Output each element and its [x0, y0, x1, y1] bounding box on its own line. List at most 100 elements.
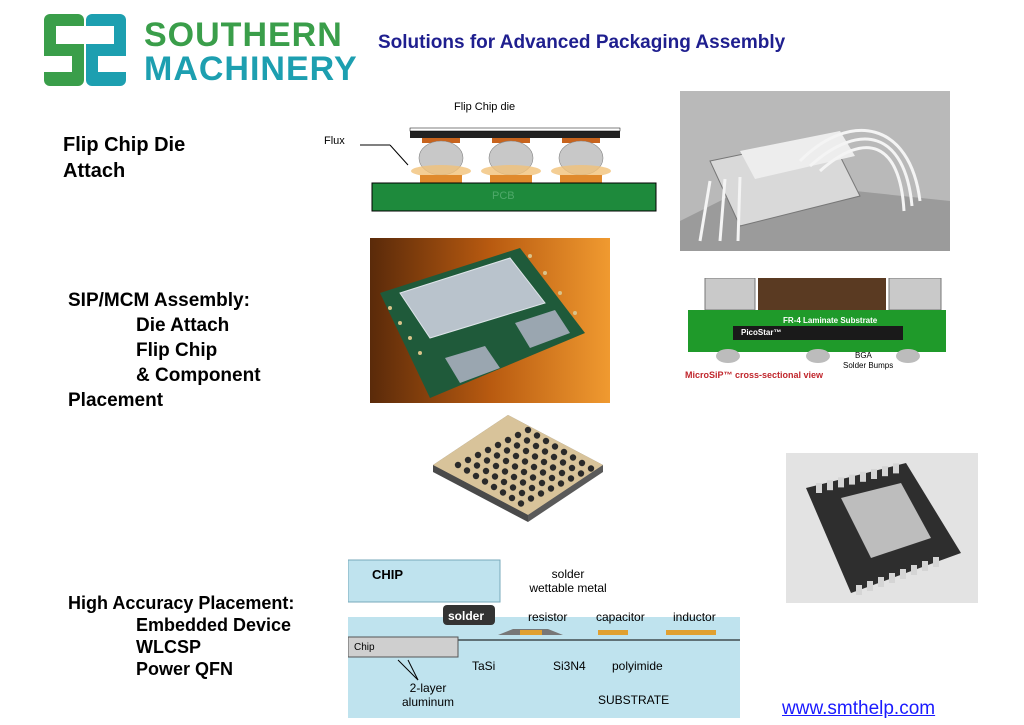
- embedded-wettable-label: solder wettable metal: [529, 567, 607, 595]
- bga-ball: [519, 479, 527, 486]
- bga-ball: [490, 483, 498, 491]
- placement-item-qfn: Power QFN: [136, 659, 234, 679]
- microsip-laminate-label: FR-4 Laminate Substrate: [783, 316, 878, 325]
- bga-ball: [474, 451, 482, 459]
- embedded-capacitor-label: capacitor: [596, 610, 645, 624]
- qfn-pad: [900, 569, 906, 579]
- flipchip-heading-line2: Attach: [63, 160, 126, 182]
- bga-ball: [578, 459, 586, 467]
- bga-ball: [492, 462, 500, 470]
- qfn-pad: [893, 463, 899, 474]
- flipchip-diagram: Flip Chip die Flux PCB: [320, 95, 665, 220]
- bga-ball: [521, 458, 529, 465]
- bga-ball: [559, 459, 567, 466]
- die-label: Flip Chip die: [454, 101, 516, 113]
- bga-ball: [499, 489, 507, 496]
- bga-ball: [530, 463, 538, 471]
- bga-ball: [547, 485, 555, 492]
- bga-ball: [540, 458, 548, 466]
- bga-ball: [513, 442, 521, 449]
- bga-ball: [484, 446, 492, 454]
- qfn-pad: [838, 477, 844, 488]
- bga-ball: [548, 474, 556, 482]
- bga-ball: [493, 452, 501, 459]
- placement-item-embedded: Embedded Device: [136, 615, 292, 635]
- embedded-tasi-label: TaSi: [472, 659, 496, 673]
- pcb-label: PCB: [492, 190, 515, 202]
- placement-heading: High Accuracy Placement:: [68, 593, 295, 613]
- bga-ball: [503, 447, 511, 454]
- placement-section: High Accuracy Placement: Embedded Device…: [68, 592, 294, 680]
- bga-ball: [558, 469, 566, 477]
- embedded-sin-label: Si3N4: [553, 659, 586, 673]
- qfn-package-photo: [786, 453, 978, 603]
- bga-ball: [569, 454, 577, 461]
- bga-ball: [472, 472, 480, 480]
- bga-ball: [501, 468, 509, 475]
- bga-ball: [541, 448, 549, 455]
- qfn-pad: [889, 573, 895, 583]
- qfn-pad: [922, 561, 928, 571]
- bga-ball: [577, 470, 585, 477]
- sip-item-flip-chip: Flip Chip: [136, 340, 218, 361]
- logo-line2: MACHINERY: [144, 50, 358, 88]
- bga-ball: [514, 431, 522, 439]
- bga-ball: [538, 479, 546, 487]
- embedded-solder-label: solder: [448, 609, 485, 623]
- bga-ball: [533, 432, 541, 439]
- website-link[interactable]: www.smthelp.com: [782, 698, 936, 719]
- bga-package-photo: [433, 415, 603, 522]
- bga-ball: [531, 453, 539, 460]
- qfn-pad: [827, 480, 833, 491]
- embedded-substrate-label: SUBSTRATE: [598, 693, 670, 707]
- qfn-pad: [867, 581, 873, 591]
- bga-ball: [502, 457, 510, 465]
- qfn-pad: [816, 483, 822, 493]
- bga-ball: [568, 464, 576, 472]
- bga-ball: [539, 469, 547, 476]
- qfn-pad: [871, 469, 877, 479]
- bga-ball: [511, 463, 519, 470]
- sip-item-component: & Component: [136, 365, 261, 386]
- embedded-chip-small-label: Chip: [354, 642, 375, 653]
- qfn-pad: [856, 585, 862, 595]
- microsip-picostar-label: PicoStar™: [741, 328, 782, 337]
- bga-ball: [464, 456, 472, 464]
- bga-ball: [517, 500, 525, 507]
- bga-ball: [454, 461, 462, 469]
- bga-ball: [483, 457, 491, 464]
- bga-ball: [491, 473, 499, 480]
- bga-ball: [537, 490, 545, 497]
- flipchip-heading: Flip Chip Die Attach: [63, 132, 185, 184]
- placement-item-wlcsp: WLCSP: [136, 637, 201, 657]
- microsip-diagram: FR-4 Laminate Substrate PicoStar™ BGA So…: [683, 278, 953, 388]
- logo-line1: SOUTHERN: [144, 16, 343, 54]
- bga-ball: [560, 448, 568, 456]
- bga-ball: [527, 495, 535, 502]
- logo-mark-icon: [44, 14, 126, 86]
- wire-bond-photo: [680, 91, 950, 251]
- bga-ball: [551, 443, 559, 450]
- bga-ball: [509, 484, 517, 491]
- bga-ball: [550, 453, 558, 461]
- bga-ball: [508, 494, 516, 502]
- bga-ball: [473, 462, 481, 469]
- qfn-pad: [860, 471, 866, 482]
- sip-module-photo: [370, 238, 610, 403]
- flipchip-heading-line1: Flip Chip Die: [63, 134, 186, 156]
- bga-ball: [481, 478, 489, 485]
- microsip-caption: MicroSiP™ cross-sectional view: [685, 370, 824, 380]
- flux-label: Flux: [324, 135, 345, 147]
- flipchip-cross-section-icon: [360, 127, 657, 212]
- bga-ball: [512, 452, 520, 460]
- embedded-diagram: CHIP solder solder wettable metal resist…: [348, 555, 748, 718]
- microsip-bumps-label: Solder Bumps: [843, 361, 894, 370]
- logo: SOUTHERN MACHINERY: [40, 10, 357, 90]
- bga-ball: [463, 467, 471, 474]
- embedded-polyimide-label: polyimide: [612, 659, 663, 673]
- qfn-pad: [911, 565, 917, 575]
- bga-ball: [518, 489, 526, 497]
- microsip-bga-label: BGA: [855, 351, 872, 360]
- qfn-pad: [878, 577, 884, 587]
- bga-ball: [542, 437, 550, 445]
